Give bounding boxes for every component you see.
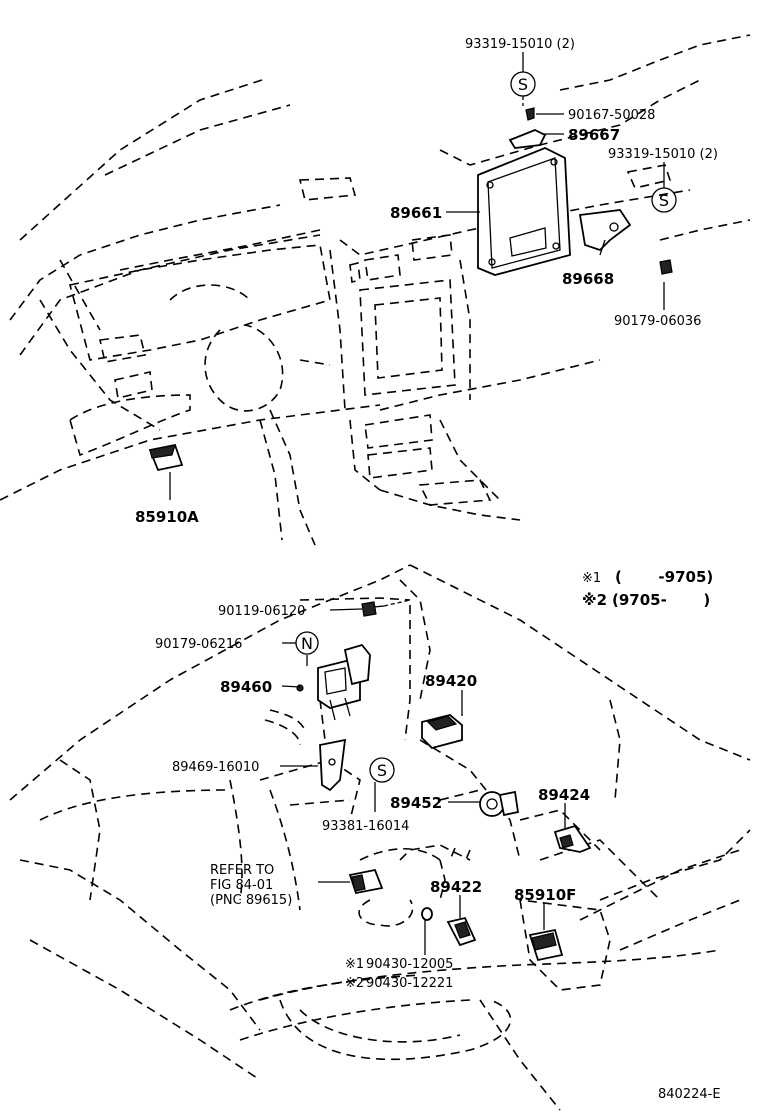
legend-note2-range: (9705- ): [612, 591, 710, 609]
svg-text:S: S: [659, 191, 669, 210]
label-gasket-1-mark: ※1: [345, 957, 364, 972]
leader-lines: [169, 52, 665, 955]
label-relay-85910f: 85910F: [514, 886, 576, 904]
label-relay-85910a: 85910A: [135, 508, 199, 526]
dashboard-outline: [0, 34, 751, 546]
sensor-89424: [553, 824, 592, 853]
label-bracket-89668: 89668: [562, 270, 614, 288]
ecu-box: [477, 147, 571, 276]
n-symbol: N: [295, 631, 319, 655]
label-nut-lower: 90179-06216: [155, 637, 242, 652]
label-bolt-top: 93319-15010 (2): [465, 37, 575, 52]
legend-note2-mark: ※2: [582, 591, 607, 609]
label-vsv: 89460: [220, 678, 272, 696]
sensor-89452: [479, 790, 520, 817]
label-screw-lower: 93381-16014: [322, 819, 409, 834]
legend-note1-range: ( -9705): [615, 568, 713, 586]
label-bolt-right: 93319-15010 (2): [608, 147, 718, 162]
label-map-sensor: 89420: [425, 672, 477, 690]
s-symbol-lower: S: [369, 757, 395, 783]
label-refer-line1: REFER TO: [210, 863, 274, 878]
sensor-refer: [348, 868, 384, 895]
label-refer-line2: FIG 84-01: [210, 878, 273, 893]
bolt-90119: [361, 601, 385, 617]
label-gasket-2-mark: ※2: [345, 976, 364, 991]
label-bolt-lower: 90119-06120: [218, 604, 305, 619]
label-refer-line3: (PNC 89615): [210, 893, 292, 908]
label-water-sensor: 89422: [430, 878, 482, 896]
label-ecu: 89661: [390, 204, 442, 222]
label-knock-sensor: 89452: [390, 794, 442, 812]
gasket: [421, 907, 433, 921]
label-nut-upper: 90179-06036: [614, 314, 701, 329]
bracket-89668: [578, 209, 673, 275]
sensor-89420: [421, 714, 463, 750]
legend: ※1 ( -9705) ※2 (9705- ): [582, 568, 713, 609]
svg-text:S: S: [377, 761, 387, 780]
relay-85910a: [148, 443, 184, 472]
relay-85910f: [528, 928, 564, 962]
label-temp-sensor: 89424: [538, 786, 590, 804]
label-screw-top: 90167-50028: [568, 108, 655, 123]
bracket-89667: [508, 107, 547, 149]
label-bracket-lower: 89469-16010: [172, 760, 259, 775]
label-bracket-89667: 89667: [568, 126, 620, 144]
label-gasket-2: 90430-12221: [366, 976, 453, 991]
legend-note1-mark: ※1: [582, 571, 601, 586]
sensor-89422: [446, 916, 477, 947]
s-symbol-top: S: [510, 71, 536, 97]
label-gasket-1: 90430-12005: [366, 957, 453, 972]
s-symbol-right: S: [651, 187, 677, 213]
drawing-number: 840224-E: [658, 1087, 721, 1102]
bracket-89469: [319, 738, 347, 792]
svg-text:S: S: [518, 75, 528, 94]
vsv-89460: [296, 643, 371, 721]
svg-text:N: N: [301, 634, 313, 653]
engine-bay-outline: [9, 564, 751, 1111]
